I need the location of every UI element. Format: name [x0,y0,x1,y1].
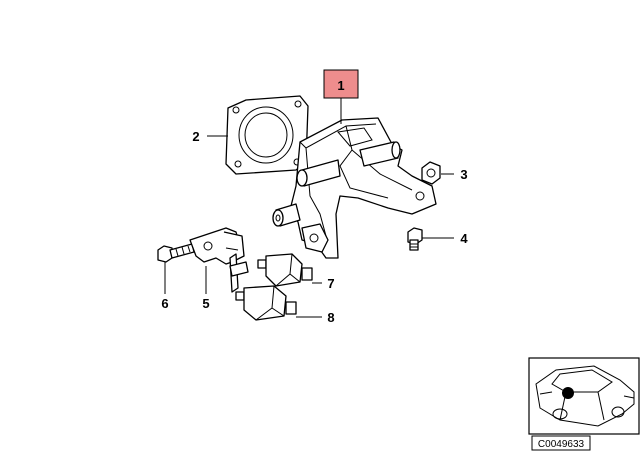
callout-1-highlight [323,69,359,99]
leader-lines [164,98,454,318]
callout-1[interactable]: 1 [323,69,359,99]
callout-7-label[interactable]: 7 [327,276,334,291]
switch-part-8 [235,285,297,321]
pedal-bracket-part [289,117,437,259]
bushing-part [272,203,301,227]
callout-1-label: 1 [337,78,344,93]
callout-3-label[interactable]: 3 [460,167,467,182]
callout-4-label[interactable]: 4 [460,231,468,246]
car-thumbnail: C0049633 [528,357,640,451]
bolt-part-4 [407,227,423,251]
switch-part-7 [257,253,313,287]
bolt-part-6 [157,243,195,263]
location-marker [562,387,574,399]
thumbnail-code: C0049633 [538,439,585,450]
callout-8-label[interactable]: 8 [327,310,334,325]
callout-2-label[interactable]: 2 [192,129,199,144]
callout-6-label[interactable]: 6 [161,296,168,311]
callout-5-label[interactable]: 5 [202,296,209,311]
gasket-part [225,95,309,175]
switch-holder-part [189,227,249,293]
nut-part [421,161,441,185]
